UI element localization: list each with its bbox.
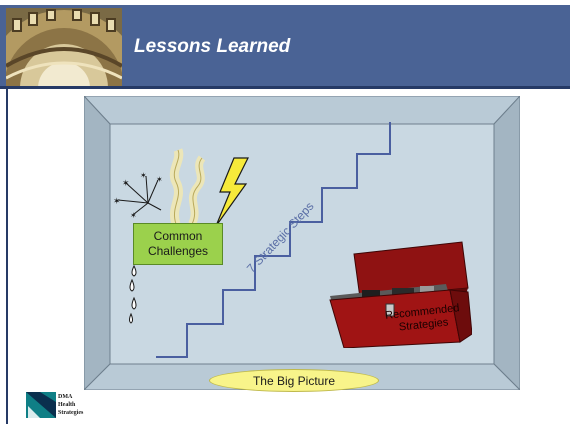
svg-text:✶: ✶ [156,175,163,184]
header-divider [0,86,570,89]
slide-title: Lessons Learned [134,36,291,57]
dma-logo-text: DMA Health Strategies [58,394,84,416]
svg-text:✶: ✶ [122,179,130,189]
common-challenges-box: Common Challenges [133,223,223,265]
common-challenges-line-2: Challenges [147,244,209,258]
capitol-dome-image [6,8,122,87]
svg-text:✶: ✶ [113,197,121,207]
big-picture-ellipse: The Big Picture [209,369,379,392]
left-divider [6,89,8,424]
dma-logo-icon [26,392,56,418]
common-challenges-line-1: Common [153,229,203,243]
svg-text:✶: ✶ [140,171,147,180]
toolbox-icon [329,241,472,348]
staircase [156,122,391,358]
big-picture-label: The Big Picture [252,373,336,388]
challenges-effects-icon: ✶ ✶ ✶ ✶ ✶ [113,148,249,324]
svg-text:✶: ✶ [130,211,137,220]
